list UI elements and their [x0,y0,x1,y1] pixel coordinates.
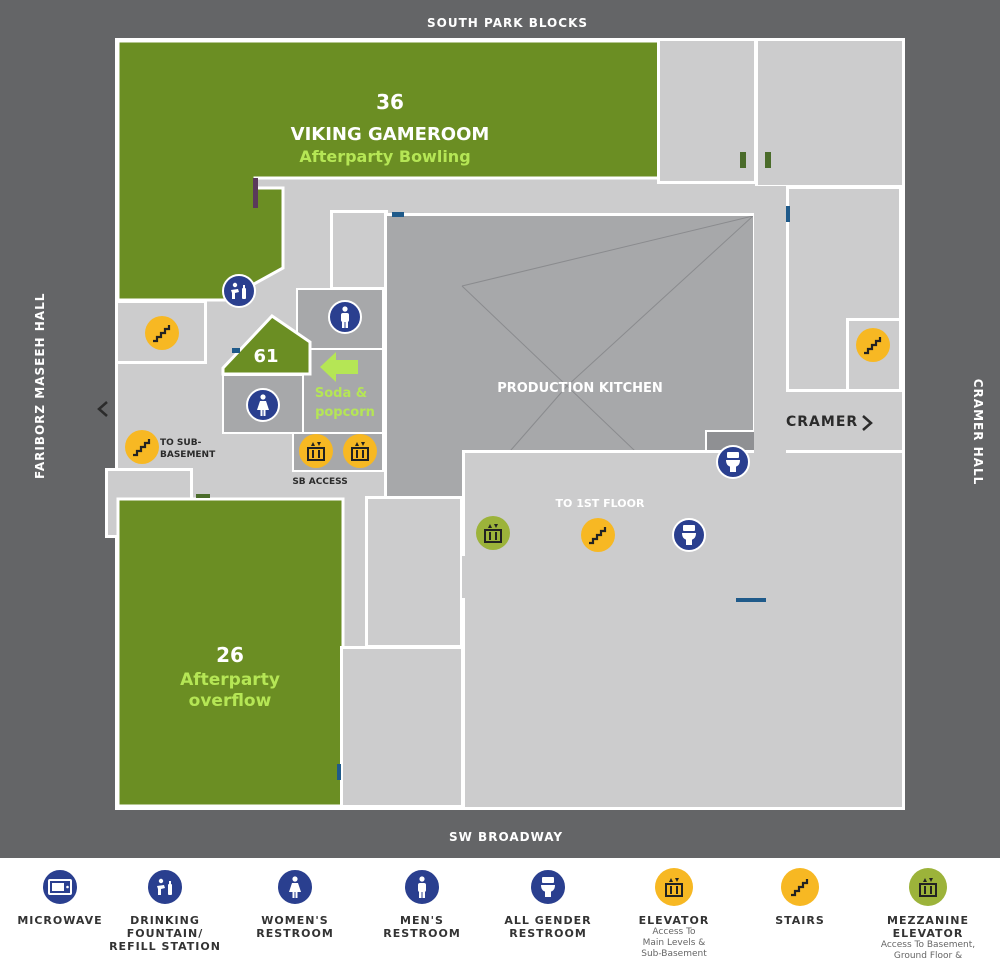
chevron-left-icon[interactable] [96,400,110,418]
room-36-name: VIKING GAMEROOM [290,124,490,145]
corridor-east [754,186,786,558]
corridor-south-cover [462,556,784,598]
legend-item-stairs: STAIRS [740,868,860,927]
to-first-floor-label: TO 1ST FLOOR [555,497,645,510]
door [253,178,258,208]
door [392,212,404,217]
mens-restroom-icon [328,300,362,334]
street-west: FARIBORZ MASEEH HALL [33,292,47,479]
room-south-a [365,496,463,648]
drinking-fountain-icon [222,274,256,308]
soda-label-line1: Soda & [314,386,368,401]
room-center-a [330,210,388,290]
cramer-label: CRAMER [786,414,859,430]
stairs-icon [581,518,615,552]
door [337,764,341,780]
room-top-right-b [755,38,905,188]
street-east: CRAMER HALL [971,378,985,486]
room-south-b [340,646,464,808]
chevron-right-icon[interactable] [860,414,874,432]
legend-title: MICROWAVE [17,914,103,927]
floor-map: SOUTH PARK BLOCKS SW BROADWAY FARIBORZ M… [0,0,1000,858]
door [196,494,210,498]
door [736,598,766,602]
all-gender-restroom-icon [672,518,706,552]
room-south-east [462,450,905,810]
room-61-number: 61 [253,346,279,367]
mens-restroom-icon [403,868,441,906]
room-61-shape [221,314,312,376]
legend-title: ELEVATOR [638,914,710,927]
womens-restroom-icon [276,868,314,906]
stairs-icon [856,328,890,362]
street-south: SW BROADWAY [449,830,564,844]
stairs-icon [125,430,159,464]
legend-item-microwave: MICROWAVE [0,868,120,927]
room-26-note-line2: overflow [188,691,272,711]
room-26-number: 26 [216,643,244,667]
sb-access-label: SB ACCESS [292,477,348,487]
room-26-note-line1: Afterparty [180,670,280,690]
room-36-number: 36 [376,90,404,114]
stairs-icon [781,868,819,906]
stairs-icon [145,316,179,350]
door [232,348,240,353]
door [740,152,746,168]
microwave-icon [41,868,79,906]
mezzanine-elevator-icon [476,516,510,550]
door [786,206,790,222]
to-sub-basement-line1: TO SUB- [160,438,202,448]
soda-label-line2: popcorn [315,405,375,420]
all-gender-restroom-icon [529,868,567,906]
kitchen-name: PRODUCTION KITCHEN [497,381,663,396]
drinking-fountain-icon [146,868,184,906]
street-north: SOUTH PARK BLOCKS [427,16,589,30]
door [765,152,771,168]
room-36-note: Afterparty Bowling [299,147,471,166]
arrow-left-icon [320,352,358,382]
all-gender-restroom-icon [716,445,750,479]
elevator-icon [655,868,693,906]
legend-title: STAIRS [775,914,825,927]
legend-sub: Access To Basement,Ground Floor & [880,940,976,961]
elevator-icon [343,434,377,468]
mezzanine-elevator-icon [909,868,947,906]
to-sub-basement-line2: BASEMENT [160,450,216,460]
elevator-icon [299,434,333,468]
womens-restroom-icon [246,388,280,422]
